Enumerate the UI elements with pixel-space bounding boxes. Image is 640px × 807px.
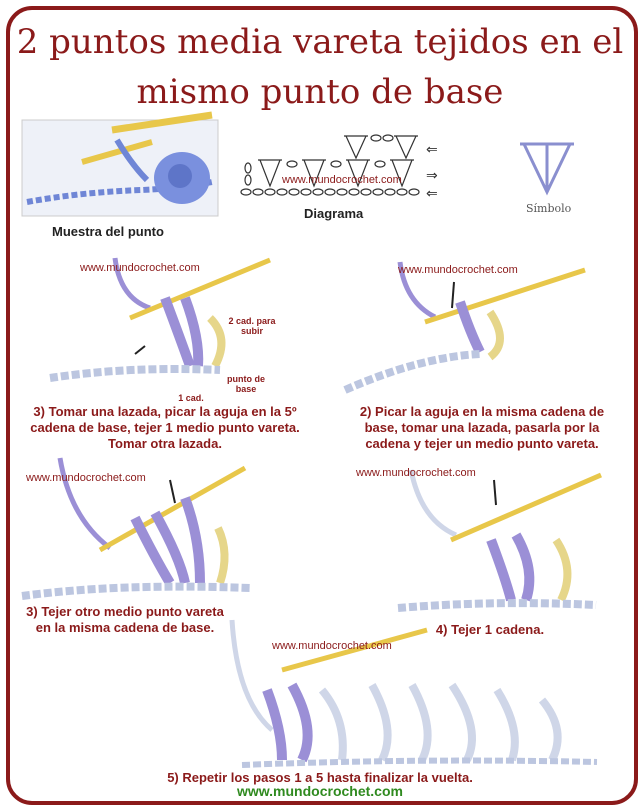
- note-2cad: 2 cad. para subir: [228, 316, 276, 336]
- note-1cad: 1 cad.: [178, 393, 204, 403]
- simbolo-label: Símbolo: [526, 202, 572, 215]
- watermark-step2: www.mundocrochet.com: [398, 264, 518, 276]
- page-title-line2: mismo punto de base: [136, 72, 504, 112]
- step-illustration-3: [21, 457, 251, 600]
- step-illustration-1: [49, 257, 271, 382]
- step-illustration-2: [343, 261, 586, 394]
- sample-photo: [21, 111, 219, 217]
- watermark-step5: www.mundocrochet.com: [272, 640, 392, 652]
- watermark-step3: www.mundocrochet.com: [26, 472, 146, 484]
- step3b-caption: 3) Tejer otro medio punto vareta en la m…: [26, 604, 224, 635]
- svg-text:⇐: ⇐: [426, 142, 438, 158]
- footer-url[interactable]: www.mundocrochet.com: [237, 783, 403, 799]
- watermark-diagram: www.mundocrochet.com: [282, 174, 402, 186]
- note-punto-base: punto de base: [227, 374, 265, 394]
- step3-caption: 3) Tomar una lazada, picar la aguja en l…: [30, 404, 300, 451]
- page-title-line1: 2 puntos media vareta tejidos en el: [16, 22, 624, 62]
- page-frame: [6, 6, 638, 805]
- step2-caption: 2) Picar la aguja en la misma cadena de …: [359, 404, 605, 451]
- svg-text:⇐: ⇐: [426, 186, 438, 202]
- stitch-symbol-icon: [520, 142, 574, 196]
- diagram-label: Diagrama: [304, 206, 364, 221]
- step4-caption: 4) Tejer 1 cadena.: [435, 622, 545, 637]
- watermark-step4: www.mundocrochet.com: [356, 467, 476, 479]
- step-illustration-5: [229, 619, 598, 768]
- muestra-label: Muestra del punto: [52, 224, 164, 239]
- stitch-diagram: ⇐ ⇒ ⇐: [240, 134, 438, 202]
- step-illustration-4: [397, 469, 602, 612]
- step5-caption: 5) Repetir los pasos 1 a 5 hasta finaliz…: [167, 770, 473, 785]
- svg-text:⇒: ⇒: [426, 168, 438, 184]
- watermark-step1: www.mundocrochet.com: [80, 262, 200, 274]
